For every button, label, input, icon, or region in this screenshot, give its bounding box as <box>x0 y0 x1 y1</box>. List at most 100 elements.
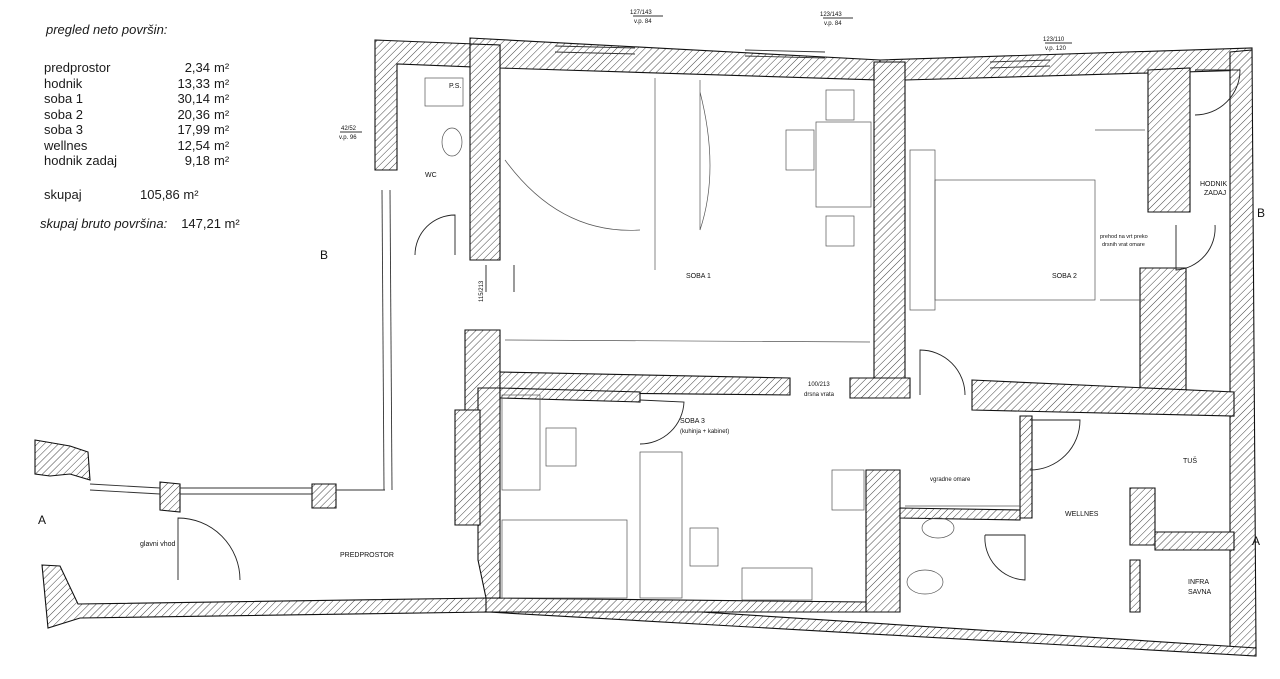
label-predprostor: PREDPROSTOR <box>340 552 394 559</box>
section-a-left: A <box>38 513 46 527</box>
doors <box>177 69 1241 581</box>
area-value: 12,54 <box>177 137 210 153</box>
wall-infra-left <box>1129 559 1141 613</box>
label-w3-dim: 123/110 <box>1043 37 1065 43</box>
furniture <box>424 77 1145 601</box>
legend-brut-row: skupaj bruto površina: 147,21 m² <box>40 216 280 231</box>
label-wc: WC <box>425 172 437 179</box>
wall-soba2-bottom <box>971 379 1235 417</box>
wall-wellnes-low <box>899 507 1021 521</box>
room-labels: SOBA 1 SOBA 2 SOBA 3 (kuhinja + kabinet)… <box>140 83 1228 596</box>
legend-row: soba 1 30,14 m² <box>44 91 280 107</box>
label-w2-dim: 123/143 <box>820 12 842 18</box>
legend-row: soba 2 20,36 m² <box>44 107 280 123</box>
wall-mid-column <box>873 61 906 396</box>
area-name: soba 1 <box>44 91 84 106</box>
door-wellnes <box>1029 419 1081 471</box>
wall-tus-left <box>1129 487 1156 546</box>
section-b-left: B <box>320 248 328 262</box>
section-a-right: A <box>1252 534 1260 548</box>
sum-label: skupaj <box>44 186 82 202</box>
wall-wellnes-left <box>865 469 901 613</box>
label-soba2: SOBA 2 <box>1052 273 1077 280</box>
door-main <box>177 517 241 581</box>
label-w1-vp: v.p. 84 <box>634 19 652 25</box>
label-hodnik-zadaj-1: HODNIK <box>1200 181 1228 188</box>
wall-soba1-bottom-right <box>849 377 911 399</box>
wall-wellnes-divider <box>1019 415 1033 519</box>
door-hodnik-zadaj <box>1175 224 1216 271</box>
area-unit: m² <box>214 122 230 137</box>
area-value: 20,36 <box>177 106 210 122</box>
area-unit: m² <box>214 60 230 75</box>
label-hodnik-zadaj-2: ZADAJ <box>1204 190 1226 197</box>
area-name: soba 2 <box>44 106 84 122</box>
label-drsna-vrata: drsna vrata <box>804 392 835 398</box>
label-soba1: SOBA 1 <box>686 273 711 280</box>
wall-soba2-right <box>1147 67 1191 213</box>
window-dimension-labels: 127/143 v.p. 84 123/143 v.p. 84 123/110 … <box>339 10 1072 302</box>
label-wellnes: WELLNES <box>1065 511 1099 518</box>
wall-bottom-soba3 <box>485 597 867 613</box>
door-soba1 <box>485 265 515 292</box>
wall-soba3-top <box>499 387 641 403</box>
label-ps: P.S. <box>449 83 461 90</box>
wall-arm-top <box>34 439 91 481</box>
walls <box>34 37 1257 657</box>
label-w3-vp: v.p. 120 <box>1045 46 1067 52</box>
label-omare: vgradne omare <box>930 477 971 483</box>
legend-title: pregled neto površin: <box>46 22 168 37</box>
label-w4-vp: v.p. 96 <box>339 135 357 141</box>
label-infra: INFRA <box>1188 579 1209 586</box>
label-w1-dim: 127/143 <box>630 10 652 16</box>
windows <box>89 45 1051 495</box>
label-soba3: SOBA 3 <box>680 418 705 425</box>
legend-sum-row: skupaj 105,86 m² <box>44 187 280 202</box>
wall-top-soba1 <box>469 37 881 81</box>
sum-value: 105,86 m² <box>140 186 199 202</box>
legend-row: hodnik zadaj 9,18 m² <box>44 153 280 169</box>
area-value: 9,18 <box>184 153 210 168</box>
label-glavni-vhod: glavni vhod <box>140 541 176 548</box>
legend-row: wellnes 12,54 m² <box>44 138 280 154</box>
door-top-right <box>1194 69 1241 116</box>
wall-tus-bottom <box>1154 531 1235 551</box>
area-unit: m² <box>214 137 230 153</box>
brut-value: 147,21 m² <box>181 215 240 231</box>
legend-row: hodnik 13,33 m² <box>44 76 280 92</box>
area-unit: m² <box>214 75 230 91</box>
area-name: hodnik zadaj <box>44 153 117 168</box>
area-name: hodnik <box>44 75 83 91</box>
label-drsna-dim: 100/213 <box>808 382 830 388</box>
wall-soba3-left <box>477 387 501 599</box>
label-savna: SAVNA <box>1188 589 1212 596</box>
area-legend: pregled neto površin: predprostor 2,34 m… <box>40 22 280 231</box>
door-soba2 <box>919 349 966 396</box>
door-bath <box>984 534 1026 581</box>
area-unit: m² <box>214 106 230 122</box>
area-name: soba 3 <box>44 122 84 137</box>
wall-soba2-right-low <box>1139 267 1187 393</box>
wall-soba1-bottom <box>499 371 791 396</box>
section-marks: B B A A <box>38 206 1265 548</box>
door-wc <box>414 214 456 256</box>
wall-arm-top3 <box>311 483 337 509</box>
label-soba3-sub: (kuhinja + kabinet) <box>680 429 729 435</box>
label-door-dim: 115/213 <box>479 280 485 302</box>
label-prehod-1: prehod na vrt preko <box>1100 234 1148 240</box>
area-name: predprostor <box>44 60 111 75</box>
legend-row: predprostor 2,34 m² <box>44 60 280 76</box>
area-value: 17,99 <box>177 122 210 137</box>
area-value: 30,14 <box>177 91 210 106</box>
area-value: 2,34 <box>184 60 210 75</box>
area-unit: m² <box>214 153 230 168</box>
label-w2-vp: v.p. 84 <box>824 21 842 27</box>
label-prehod-2: drsnih vrat omare <box>1102 242 1145 248</box>
brut-label: skupaj bruto površina: <box>40 215 168 231</box>
area-name: wellnes <box>44 137 88 153</box>
wall-arm-top4 <box>454 409 481 526</box>
label-w4-dim: 42/52 <box>341 126 357 132</box>
label-tus: TUŠ <box>1183 456 1197 465</box>
area-unit: m² <box>214 91 230 106</box>
